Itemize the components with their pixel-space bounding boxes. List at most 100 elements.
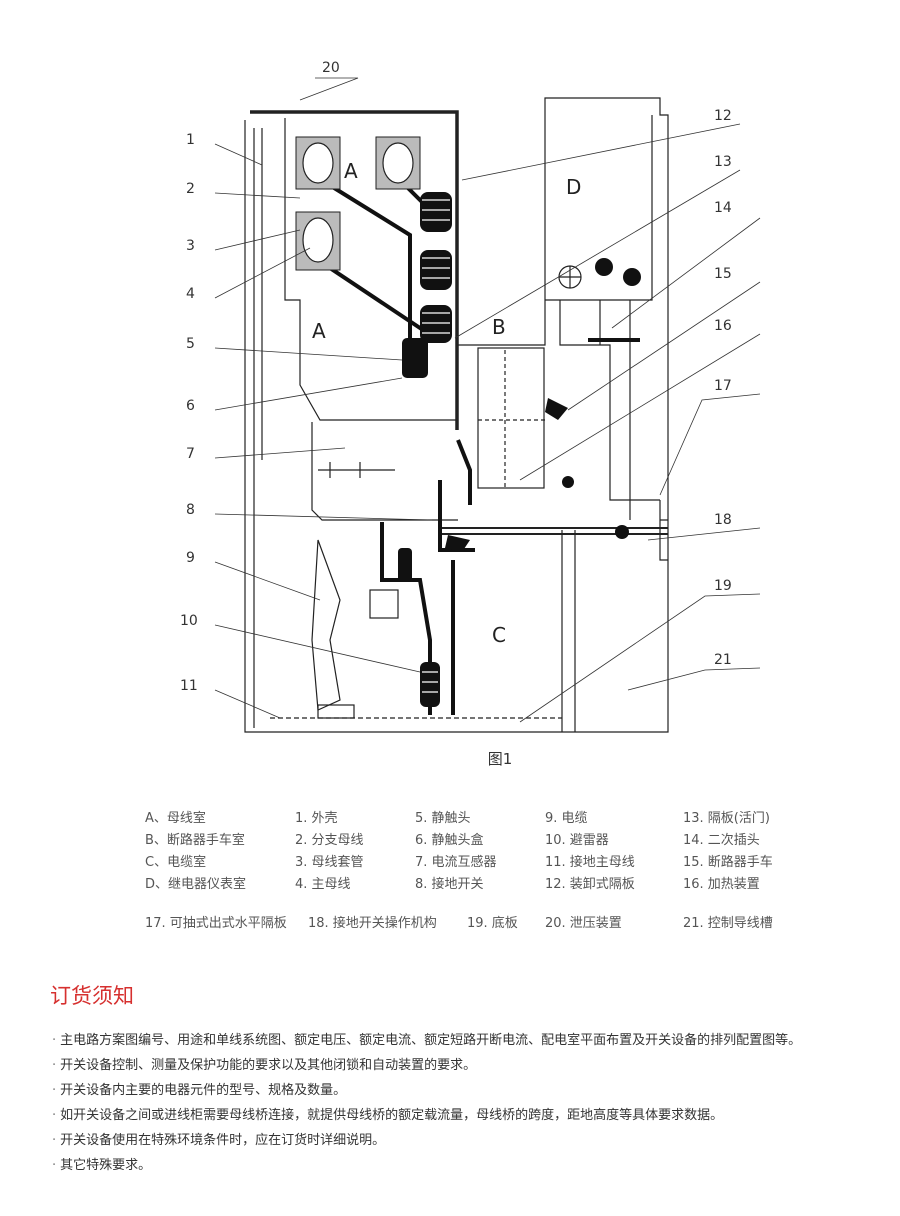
callout-18: 18 [714,512,732,528]
legend-item: 12. 装卸式隔板 [545,877,635,892]
knob-1 [595,258,613,276]
legend-col-compartments: A、母线室 B、断路器手车室 C、电缆室 D、继电器仪表室 [145,808,246,896]
switchgear-cross-section-diagram: 1 2 3 4 5 6 7 8 9 10 11 20 12 13 14 15 1… [180,60,761,733]
compartment-c: C [492,623,506,647]
note-text: 开关设备控制、测量及保护功能的要求以及其他闭锁和自动装置的要求。 [60,1058,477,1073]
legend-col-5: 13. 隔板(活门) 14. 二次插头 15. 断路器手车 16. 加热装置 [683,808,773,896]
callout-21: 21 [714,652,732,668]
right-panel [599,300,668,561]
callout-17: 17 [714,378,732,394]
legend-item: 15. 断路器手车 [683,855,773,870]
legend-item: 9. 电缆 [545,811,588,826]
legend-item: 1. 外壳 [295,811,338,826]
insulator-coil-1 [420,192,452,232]
ordering-title: 订货须知 [50,984,134,1008]
legend-item: 19. 底板 [467,916,518,931]
busbar-compartment-wall [284,118,458,421]
bullet: · [52,1158,57,1173]
legend-item: 3. 母线套管 [295,855,364,870]
truck-handle [545,398,568,420]
bushing-ring-2 [382,142,414,184]
legend-item: 17. 可抽式出式水平隔板 [145,916,287,931]
insulator-coil-2 [420,250,452,290]
legend-col-2: 1. 外壳 2. 分支母线 3. 母线套管 4. 主母线 [295,808,364,896]
callout-19: 19 [714,578,732,594]
relay-compartment [545,115,653,301]
callout-4: 4 [186,286,195,302]
callout-15: 15 [714,266,732,282]
bullet: · [52,1133,57,1148]
callout-8: 8 [186,502,195,518]
note-text: 如开关设备之间或进线柜需要母线桥连接，就提供母线桥的额定载流量，母线桥的跨度，距… [60,1108,724,1123]
surge-arrester [420,662,440,707]
legend-item: 21. 控制导线槽 [683,916,773,931]
enclosure-outline [244,97,669,733]
earth-switch-contact [445,535,470,552]
cable-compartment [561,530,576,732]
legend-item: B、断路器手车室 [145,833,245,848]
heater-dot [562,476,574,488]
current-transformer [311,422,458,521]
callout-3: 3 [186,238,195,254]
legend-item: 6. 静触头盒 [415,833,484,848]
breaker-lower [456,439,472,505]
mid-partition [458,300,660,501]
legend-item: 20. 泄压装置 [545,916,622,931]
coil-stripes-2 [422,257,450,279]
legend-item: 2. 分支母线 [295,833,364,848]
legend-item: 16. 加热装置 [683,877,760,892]
callout-9: 9 [186,550,195,566]
callout-5: 5 [186,336,195,352]
leader-lines [214,77,761,723]
legend-item: 7. 电流互感器 [415,855,497,870]
earthing-switch-arm [438,480,475,552]
static-contact-box [402,338,428,378]
callout-labels: 1 2 3 4 5 6 7 8 9 10 11 20 12 13 14 15 1… [180,60,732,694]
note-text: 主电路方案图编号、用途和单线系统图、额定电压、额定电流、额定短路开断电流、配电室… [60,1033,802,1048]
legend-item: 11. 接地主母线 [545,855,635,870]
legend-item: D、继电器仪表室 [145,877,247,892]
legend-col-4: 9. 电缆 10. 避雷器 11. 接地主母线 12. 装卸式隔板 [545,808,635,896]
legend-item: 14. 二次插头 [683,833,760,848]
heater-box [369,589,399,619]
legend-item: 10. 避雷器 [545,833,609,848]
cable [311,539,341,711]
operating-mechanism [615,525,629,539]
callout-20: 20 [322,60,340,76]
legend-item: 18. 接地开关操作机构 [308,916,437,931]
ordering-notes: ·主电路方案图编号、用途和单线系统图、额定电压、额定电流、额定短路开断电流、配电… [52,1028,872,1178]
callout-16: 16 [714,318,732,334]
bullet: · [52,1083,57,1098]
note-text: 开关设备使用在特殊环境条件时，应在订货时详细说明。 [60,1133,386,1148]
callout-13: 13 [714,154,732,170]
pressure-relief-device [250,110,459,430]
compartment-d: D [566,175,581,199]
legend-col-3: 5. 静触头 6. 静触头盒 7. 电流互感器 8. 接地开关 [415,808,497,896]
legend-item: 5. 静触头 [415,811,471,826]
ct-detail [318,462,395,478]
compartment-a-lower: A [312,319,326,343]
legend-item: 8. 接地开关 [415,877,484,892]
compartment-labels: A A B C D [312,159,581,647]
insulator-coil-3 [420,305,452,343]
note-item: ·其它特殊要求。 [52,1153,872,1178]
bushing-ring-1 [302,142,334,184]
compartment-a-upper: A [344,159,358,183]
knob-2 [623,268,641,286]
callout-7: 7 [186,446,195,462]
legend-item: 4. 主母线 [295,877,351,892]
callout-1: 1 [186,132,195,148]
legend-item: A、母线室 [145,811,206,826]
callout-11: 11 [180,678,198,694]
bullet: · [52,1058,57,1073]
coil-stripes-3 [422,312,450,334]
secondary-plug [588,338,640,342]
bullet: · [52,1108,57,1123]
note-item: ·开关设备使用在特殊环境条件时，应在订货时详细说明。 [52,1128,872,1153]
note-text: 开关设备内主要的电器元件的型号、规格及数量。 [60,1083,347,1098]
indicator-cross [559,266,581,288]
note-item: ·主电路方案图编号、用途和单线系统图、额定电压、额定电流、额定短路开断电流、配电… [52,1028,872,1053]
note-item: ·开关设备控制、测量及保护功能的要求以及其他闭锁和自动装置的要求。 [52,1053,872,1078]
callout-2: 2 [186,181,195,197]
breaker-truck-dash [478,350,545,488]
